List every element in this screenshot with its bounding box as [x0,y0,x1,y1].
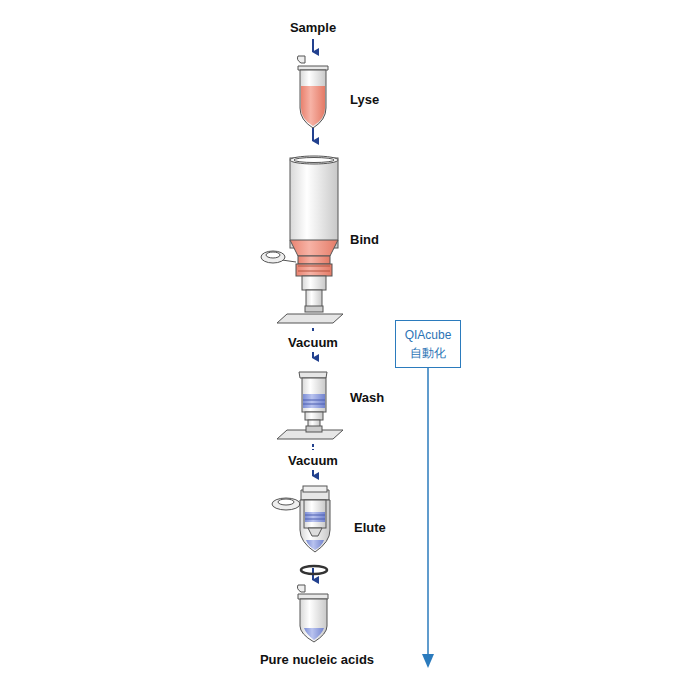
step-label: Vacuum [288,454,338,468]
step-label: Pure nucleic acids [260,653,374,667]
automation-box: QIAcube 自動化 [395,320,461,368]
step-label: Wash [350,391,384,405]
box-text: QIAcube 自動化 [399,326,457,362]
step-label: Elute [354,521,386,535]
step-label: Sample [290,21,336,35]
step-label: Vacuum [288,336,338,350]
step-label: Bind [350,233,379,247]
step-label: Lyse [350,93,379,107]
